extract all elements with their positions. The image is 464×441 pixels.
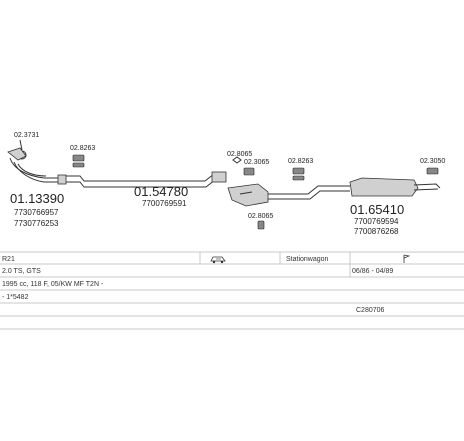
table-code: C280706: [356, 307, 385, 314]
clamp-e: 02.8263: [288, 158, 313, 181]
clamp-b-ref-label: 02.8065: [227, 151, 252, 158]
manifold-flange-icon: [7, 147, 27, 161]
clamp-a-bolt-icon: [72, 162, 85, 168]
table-spec: 1995 cc, 118 F, 05/KW MF T2N -: [2, 281, 104, 288]
clamp-d: 02.3065: [243, 159, 269, 176]
clamp-e-bolt-icon: [292, 175, 305, 181]
rear-silencer-number: 01.65410: [350, 202, 404, 217]
rear-silencer-code-1: 7700769594: [354, 217, 399, 226]
clamp-e-icon: [292, 167, 305, 175]
rear-silencer-code-2: 7700876268: [354, 227, 399, 236]
manifold-code-1: 7730766957: [14, 208, 59, 217]
table-model: R21: [2, 256, 15, 263]
flag-icon: [403, 254, 411, 263]
tail-clamp-icon: [426, 167, 439, 175]
manifold-pipe-3: [17, 163, 47, 177]
mid-pipe: 01.54780 7700769591: [66, 171, 227, 208]
rear-pipe-top: [288, 185, 350, 195]
clamp-b-icon: [232, 156, 242, 164]
manifold-ref-leader: [19, 139, 23, 151]
clamp-c-icon: [257, 220, 265, 230]
manifold-outlet-flange: [57, 174, 67, 185]
mid-pipe-top: [66, 173, 226, 182]
table-body: Stationwagon: [286, 256, 329, 263]
manifold-pipe-1: [9, 157, 62, 179]
rear-silencer-body: [349, 177, 419, 197]
table-engine: 2.0 TS, GTS: [2, 268, 41, 275]
manifold-number: 01.13390: [10, 191, 64, 206]
clamp-b: 02.8065: [227, 151, 252, 164]
manifold-front-pipe: 02.3731 01.13390 7730766957 7730776253: [7, 132, 67, 228]
centre-silencer-seam: [239, 191, 253, 195]
clamp-d-icon: [243, 167, 255, 176]
tail-clamp-ref-label: 02.3050: [420, 158, 445, 165]
manifold-ref-label: 02.3731: [14, 132, 39, 139]
clamp-c-ref-label: 02.8065: [248, 213, 273, 220]
table-type: - 1*5482: [2, 294, 29, 301]
mid-pipe-joint: [211, 171, 227, 183]
application-table: R21 Stationwagon 2.0 TS, GTS 06/86 - 04/…: [0, 251, 464, 330]
manifold-code-2: 7730776253: [14, 219, 59, 228]
rear-silencer-tail-pipe: [413, 183, 441, 189]
tail-clamp: 02.3050: [420, 158, 445, 175]
clamp-a-ref-label: 02.8263: [70, 145, 95, 152]
rear-pipe-bottom: [288, 190, 350, 200]
centre-silencer: 02.8065: [227, 183, 288, 230]
clamp-a-icon: [72, 154, 85, 162]
manifold-pipe-2: [13, 161, 62, 183]
centre-silencer-body: [227, 183, 269, 207]
clamp-e-ref-label: 02.8263: [288, 158, 313, 165]
rear-silencer-tail-pipe-2: [413, 188, 439, 191]
mid-pipe-code: 7700769591: [142, 199, 187, 208]
clamp-a: 02.8263: [70, 145, 95, 168]
rear-silencer: 01.65410 7700769594 7700876268: [288, 177, 441, 236]
table-dates: 06/86 - 04/89: [352, 268, 393, 275]
mid-pipe-number: 01.54780: [134, 184, 188, 199]
clamp-d-ref-label: 02.3065: [244, 159, 269, 166]
car-icon: [210, 256, 226, 264]
